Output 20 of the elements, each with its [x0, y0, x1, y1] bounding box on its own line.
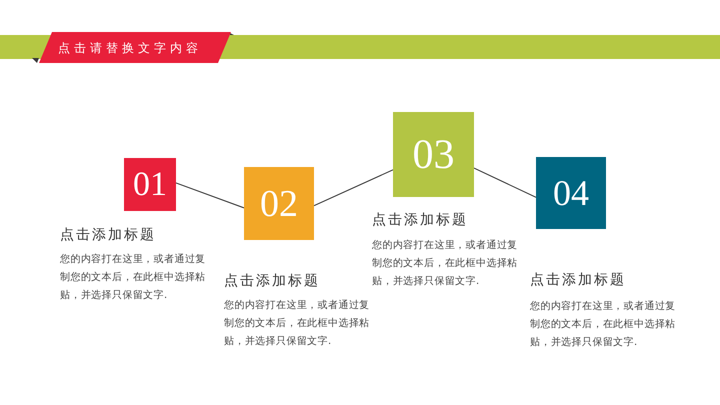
title-text: 点击请替换文字内容: [58, 40, 202, 57]
step-heading: 点击添加标题: [224, 272, 320, 290]
number-square: [393, 112, 474, 197]
step-number: 01: [133, 168, 167, 202]
step-description: 您的内容打在这里，或者通过复制您的文本后，在此框中选择粘贴，并选择只保留文字.: [60, 252, 207, 303]
number-square: [124, 158, 176, 211]
step-description: 您的内容打在这里，或者通过复制您的文本后，在此框中选择粘贴，并选择只保留文字.: [224, 298, 371, 349]
step-description: 您的内容打在这里，或者通过复制您的文本后，在此框中选择粘贴，并选择只保留文字.: [530, 300, 677, 350]
connector-line: [176, 182, 244, 208]
connector-line: [474, 168, 536, 198]
step-number: 02: [260, 184, 298, 222]
step-heading: 点击添加标题: [372, 211, 468, 229]
step-heading: 点击添加标题: [60, 226, 156, 244]
step-number: 04: [553, 175, 589, 211]
step-description: 您的内容打在这里，或者通过复制您的文本后，在此框中选择粘贴，并选择只保留文字.: [372, 238, 519, 289]
connector-line: [314, 169, 394, 206]
step-number: 03: [412, 134, 454, 176]
number-square: [244, 167, 314, 240]
number-square: [536, 157, 606, 229]
step-heading: 点击添加标题: [530, 271, 626, 289]
